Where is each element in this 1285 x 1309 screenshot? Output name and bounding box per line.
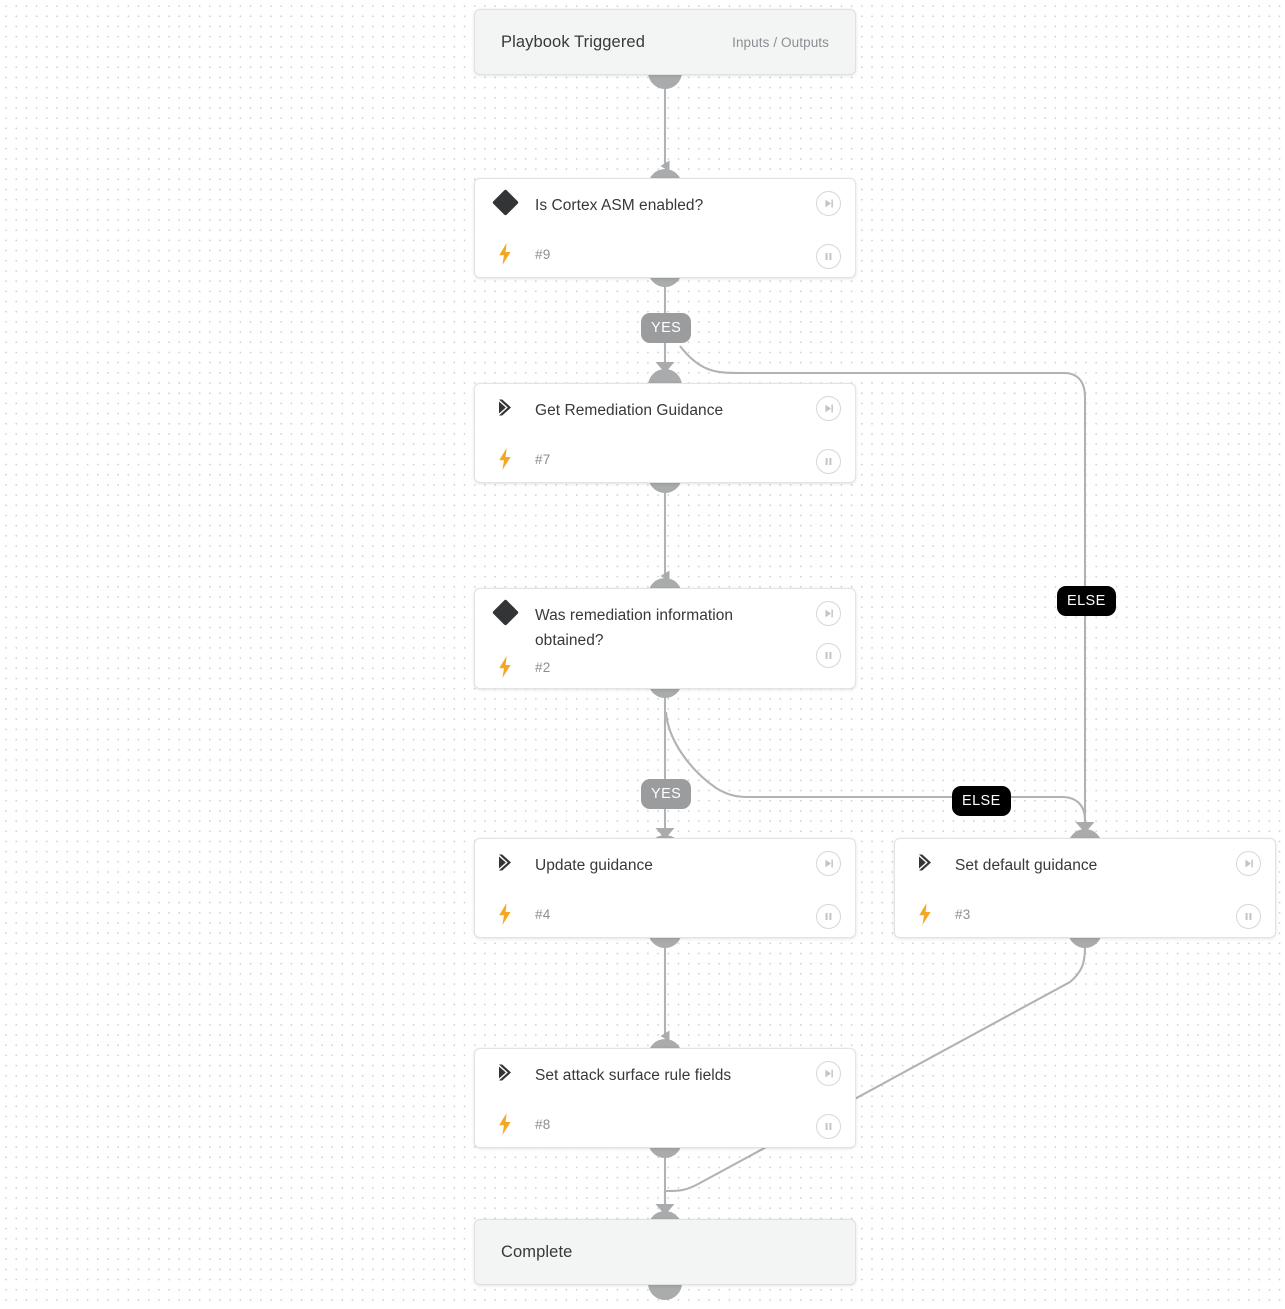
- node-id: #4: [535, 906, 551, 922]
- skip-forward-icon[interactable]: [816, 601, 841, 626]
- lightning-bolt-icon: [895, 903, 955, 925]
- node-is-cortex-asm-enabled[interactable]: Is Cortex ASM enabled? #9: [474, 178, 856, 278]
- chevron-right-icon: [475, 853, 535, 872]
- node-get-remediation-guidance[interactable]: Get Remediation Guidance #7: [474, 383, 856, 483]
- node-title: Set attack surface rule fields: [535, 1067, 732, 1084]
- inputs-outputs-link[interactable]: Inputs / Outputs: [732, 34, 829, 50]
- node-footer: #2: [475, 646, 855, 688]
- node-title: Get Remediation Guidance: [535, 402, 724, 419]
- pause-icon[interactable]: [816, 643, 841, 668]
- lightning-bolt-icon: [475, 448, 535, 470]
- node-title: Set default guidance: [955, 857, 1098, 874]
- node-header: Update guidance: [475, 853, 855, 878]
- node-was-remediation-information-obtained[interactable]: Was remediation information obtained? #2: [474, 588, 856, 689]
- node-playbook-triggered[interactable]: Playbook Triggered Inputs / Outputs: [474, 9, 856, 75]
- chevron-right-icon: [475, 1063, 535, 1082]
- lightning-bolt-icon: [475, 656, 535, 678]
- skip-forward-icon[interactable]: [816, 1061, 841, 1086]
- node-title: Was remediation information obtained?: [535, 607, 734, 649]
- node-footer: #3: [895, 891, 1275, 937]
- node-title: Is Cortex ASM enabled?: [535, 197, 704, 214]
- node-body: Complete: [475, 1220, 855, 1284]
- node-footer: #7: [475, 436, 855, 482]
- branch-badge-else-obtained[interactable]: ELSE: [952, 786, 1011, 816]
- pause-icon[interactable]: [816, 244, 841, 269]
- node-id: #7: [535, 451, 551, 467]
- node-footer: #9: [475, 231, 855, 277]
- node-footer: #8: [475, 1101, 855, 1147]
- node-header: Set attack surface rule fields: [475, 1063, 855, 1088]
- node-title: Complete: [501, 1242, 573, 1261]
- node-set-default-guidance[interactable]: Set default guidance #3: [894, 838, 1276, 938]
- node-title: Update guidance: [535, 857, 653, 874]
- lightning-bolt-icon: [475, 903, 535, 925]
- branch-badge-yes-obtained[interactable]: YES: [641, 779, 692, 809]
- wire-cond-obtained-else-to-default-guidance: [664, 711, 1087, 821]
- node-id: #8: [535, 1116, 551, 1132]
- pause-icon[interactable]: [816, 1114, 841, 1139]
- chevron-right-icon: [475, 398, 535, 417]
- skip-forward-icon[interactable]: [816, 396, 841, 421]
- node-header: Set default guidance: [895, 853, 1275, 878]
- branch-badge-yes-asm[interactable]: YES: [641, 313, 692, 343]
- node-update-guidance[interactable]: Update guidance #4: [474, 838, 856, 938]
- lightning-bolt-icon: [475, 243, 535, 265]
- node-id: #2: [535, 659, 551, 675]
- skip-forward-icon[interactable]: [816, 851, 841, 876]
- node-title: Playbook Triggered: [501, 32, 645, 51]
- node-id: #3: [955, 906, 971, 922]
- port-out-complete: [648, 1283, 682, 1300]
- diamond-icon: [475, 189, 535, 216]
- branch-badge-else-asm[interactable]: ELSE: [1057, 586, 1116, 616]
- pause-icon[interactable]: [816, 449, 841, 474]
- skip-forward-icon[interactable]: [1236, 851, 1261, 876]
- node-complete[interactable]: Complete: [474, 1219, 856, 1285]
- chevron-right-icon: [895, 853, 955, 872]
- node-body: Playbook Triggered Inputs / Outputs: [475, 10, 855, 74]
- node-footer: #4: [475, 891, 855, 937]
- node-id: #9: [535, 246, 551, 262]
- skip-forward-icon[interactable]: [816, 191, 841, 216]
- pause-icon[interactable]: [1236, 904, 1261, 929]
- lightning-bolt-icon: [475, 1113, 535, 1135]
- node-header: Was remediation information obtained?: [475, 599, 855, 653]
- node-header: Is Cortex ASM enabled?: [475, 189, 855, 218]
- diamond-icon: [475, 599, 535, 626]
- node-header: Get Remediation Guidance: [475, 398, 855, 423]
- node-set-attack-surface-rule-fields[interactable]: Set attack surface rule fields #8: [474, 1048, 856, 1148]
- pause-icon[interactable]: [816, 904, 841, 929]
